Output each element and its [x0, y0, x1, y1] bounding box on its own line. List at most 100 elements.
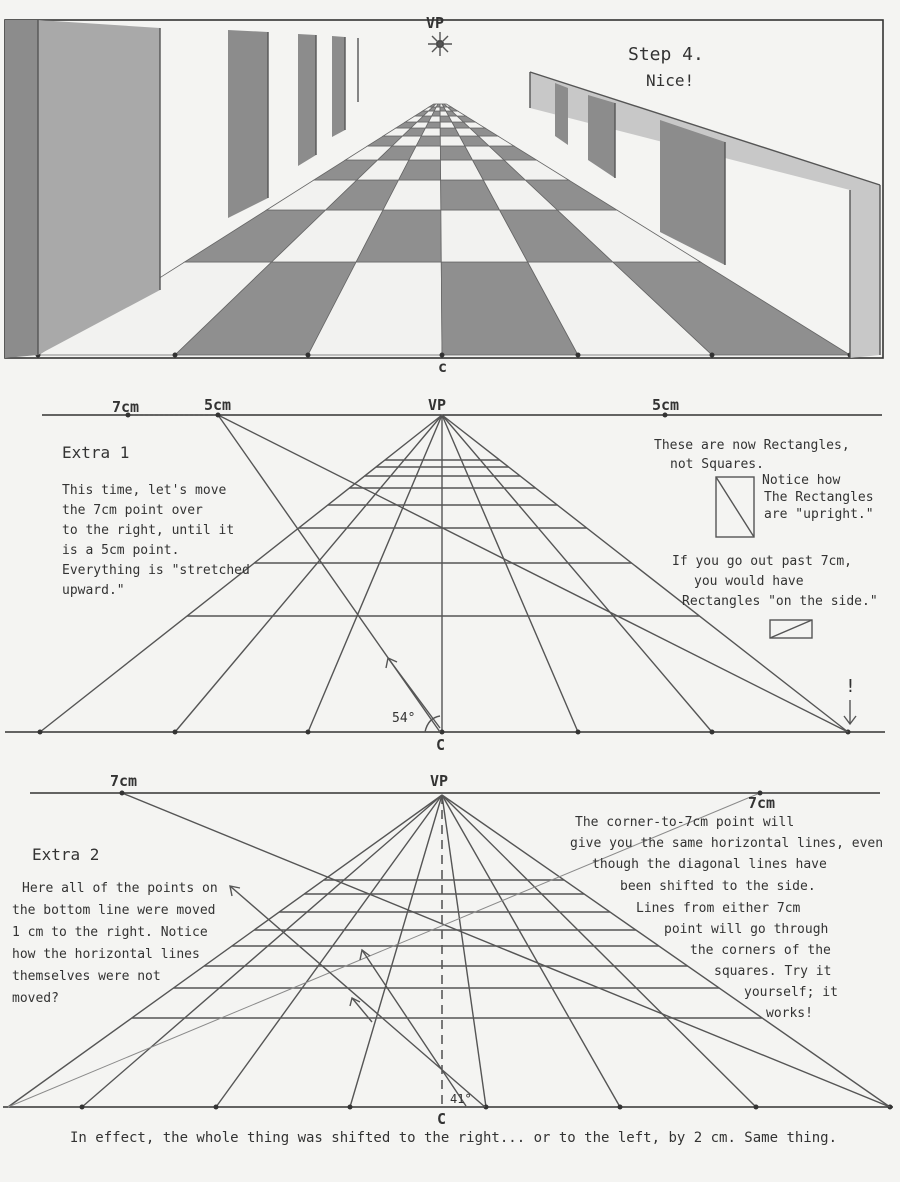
step4-subtitle: Nice!	[646, 71, 694, 90]
extra2-edge-line	[7, 794, 443, 1108]
floor-point	[709, 352, 715, 358]
extra1-ground-point	[172, 729, 178, 735]
extra2-right-line: squares. Try it	[714, 964, 831, 979]
floor-point	[439, 352, 445, 358]
extra2-angle-label: 41°	[450, 1092, 472, 1106]
extra2-note-line: how the horizontal lines	[12, 947, 200, 962]
extra1-note-line: the 7cm point over	[62, 503, 203, 518]
extra2-note-line: the bottom line were moved	[12, 903, 216, 918]
extra1-upright-line: are "upright."	[764, 507, 874, 522]
extra2-horizon-point	[119, 790, 125, 796]
extra1-upright-line: The Rectangles	[764, 490, 874, 505]
extra2-angle-arrows-icon	[229, 885, 486, 1108]
extra2-orthogonal-line	[441, 794, 757, 1108]
extra1-5cm-left-label: 5cm	[204, 396, 231, 414]
extra2-note-line: 1 cm to the right. Notice	[12, 925, 208, 940]
extra1-exclaim: !	[845, 676, 856, 697]
extra1-panel: 7cm 5cm VP 5cm Extra 1 This time, let's …	[5, 396, 885, 754]
extra2-orthogonal-line	[441, 794, 621, 1108]
extra2-right-line: yourself; it	[744, 985, 838, 1000]
extra2-7cm-right-label: 7cm	[748, 794, 775, 812]
extra2-orthogonal-line	[441, 794, 487, 1108]
extra1-note-line: is a 5cm point.	[62, 543, 179, 558]
extra2-ground-point	[617, 1104, 623, 1110]
extra1-title: Extra 1	[62, 443, 129, 462]
extra1-note-line: upward."	[62, 583, 125, 598]
extra2-orthogonal-line	[349, 794, 443, 1108]
extra2-diagonal-line	[7, 792, 761, 1108]
extra1-upright-line: Notice how	[762, 473, 840, 488]
extra2-right-line: the corners of the	[690, 943, 831, 958]
extra2-ground-point	[347, 1104, 353, 1110]
extra2-right-line: Lines from either 7cm	[636, 901, 801, 916]
extra1-side-line: you would have	[694, 574, 804, 589]
extra2-ground-point	[753, 1104, 759, 1110]
extra2-title: Extra 2	[32, 845, 99, 864]
extra2-ground-point	[213, 1104, 219, 1110]
extra1-orthogonal-line	[441, 414, 579, 733]
step4-left-wall	[5, 20, 359, 358]
extra2-right-line: been shifted to the side.	[620, 879, 816, 894]
extra1-horizon-point	[215, 412, 221, 418]
extra2-note-line: Here all of the points on	[22, 881, 218, 896]
extra1-upright-note: Notice how The Rectangles are "upright."	[762, 473, 874, 522]
extra2-right-line: though the diagonal lines have	[592, 857, 827, 872]
extra1-rect-note-line: not Squares.	[670, 457, 764, 472]
extra2-right-line: works!	[766, 1006, 813, 1021]
extra2-diagonal-line	[121, 792, 891, 1108]
extra1-side-note: If you go out past 7cm, you would have R…	[672, 554, 878, 609]
extra1-ground-point	[305, 729, 311, 735]
extra1-diagonal-line	[217, 414, 441, 733]
extra1-note-line: to the right, until it	[62, 523, 234, 538]
extra2-c-label: C	[437, 1110, 446, 1128]
extra2-panel: 7cm VP 7cm Extra 2 Here all of the point…	[3, 772, 893, 1128]
extra1-orthogonal-line	[174, 414, 443, 733]
extra1-horizon-point	[125, 412, 131, 418]
vanishing-point-icon	[428, 32, 452, 56]
step4-c-label: c	[438, 358, 447, 376]
floor-tile	[443, 103, 453, 108]
extra2-right-line: give you the same horizontal lines, even	[570, 836, 883, 851]
extra2-note-line: moved?	[12, 991, 59, 1006]
step4-floor	[35, 103, 853, 358]
extra1-side-line: If you go out past 7cm,	[672, 554, 852, 569]
extra1-ground-point	[439, 729, 445, 735]
extra1-ground-point	[709, 729, 715, 735]
floor-point	[305, 352, 311, 358]
extra2-7cm-left-label: 7cm	[110, 772, 137, 790]
step4-vp-label: VP	[426, 14, 444, 32]
extra2-note-line: themselves were not	[12, 969, 161, 984]
extra2-ground-point	[79, 1104, 85, 1110]
extra1-orthogonal-line	[441, 414, 713, 733]
extra2-vp-label: VP	[430, 772, 448, 790]
extra2-orthogonal-line	[441, 794, 891, 1108]
floor-point	[172, 352, 178, 358]
extra2-right-line: point will go through	[664, 922, 828, 937]
extra1-c-label: C	[436, 736, 445, 754]
extra1-ground-point	[37, 729, 43, 735]
extra2-right-line: The corner-to-7cm point will	[575, 815, 794, 830]
extra1-angle-arrow-icon	[385, 657, 441, 733]
step4-title: Step 4.	[628, 44, 704, 65]
extra1-orthogonal-line	[441, 414, 849, 733]
extra1-angle-label: 54°	[392, 711, 415, 726]
extra1-orthogonal-line	[39, 414, 443, 733]
extra1-horizon-point	[662, 412, 668, 418]
extra2-grid	[7, 790, 893, 1110]
extra1-vp-label: VP	[428, 396, 446, 414]
extra2-right-note: The corner-to-7cm point will give you th…	[570, 815, 883, 1021]
extra2-ground-point	[483, 1104, 489, 1110]
upright-rectangle-icon	[715, 476, 755, 538]
extra2-orthogonal-line	[215, 794, 443, 1108]
extra2-left-note: Here all of the points on the bottom lin…	[12, 881, 218, 1006]
step4-right-wall	[529, 71, 881, 358]
extra1-diagonal-line	[217, 414, 849, 733]
extra1-rect-note-line: These are now Rectangles,	[654, 438, 850, 453]
footer-note: In effect, the whole thing was shifted t…	[70, 1130, 837, 1146]
floor-tile	[424, 121, 441, 129]
extra1-note-line: Everything is "stretched	[62, 563, 250, 578]
extra1-rect-note: These are now Rectangles, not Squares.	[654, 438, 850, 472]
extra1-note-line: This time, let's move	[62, 483, 227, 498]
extra1-ground-point	[575, 729, 581, 735]
